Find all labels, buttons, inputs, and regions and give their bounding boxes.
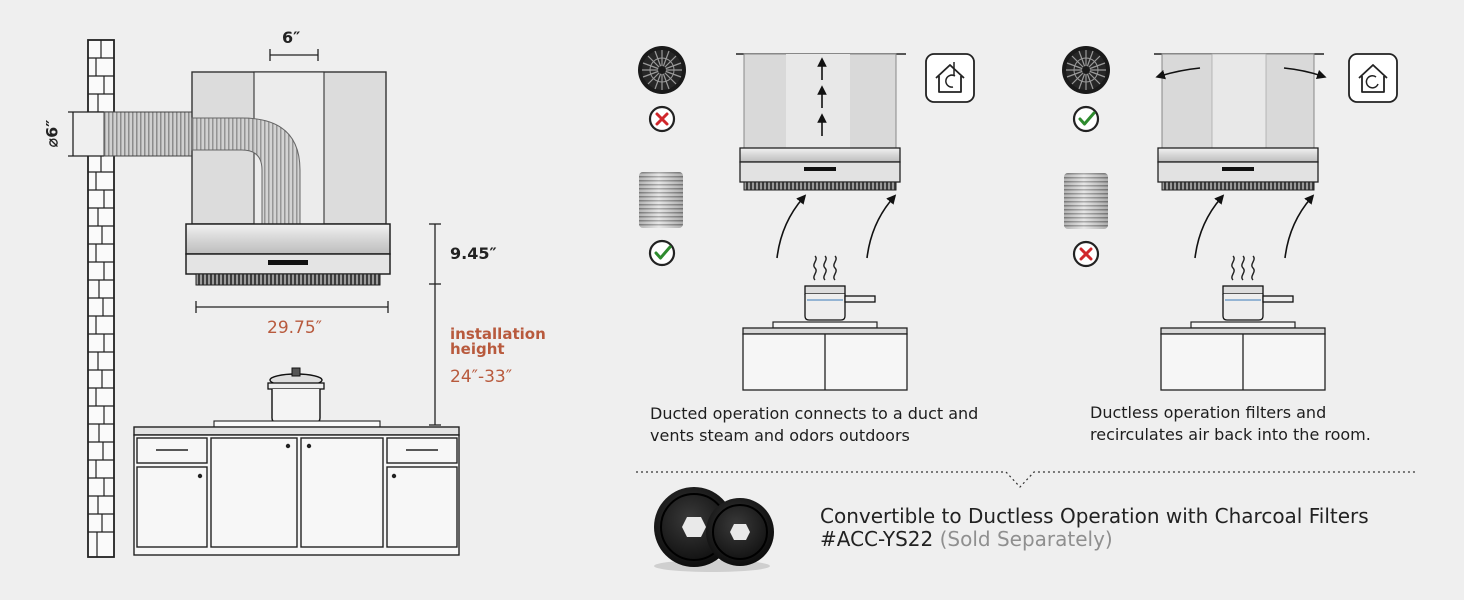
ducted-hood [736, 53, 906, 191]
accessory-description: Convertible to Ductless Operation with C… [820, 505, 1400, 551]
hood-width-label: 29.75″ [267, 318, 323, 338]
ducted-description: Ducted operation connects to a duct and … [650, 404, 979, 445]
hood-height-label: 9.45″ [450, 244, 497, 263]
ductless-hood [1154, 53, 1327, 191]
ductless-description: Ductless operation filters and recircula… [1090, 403, 1371, 444]
ducted-charcoal-check-icon [648, 239, 676, 267]
hood-chimney [191, 71, 387, 225]
duct-width-label: 6″ [282, 28, 301, 47]
duct-diameter-label: ⌀6″ [42, 119, 62, 148]
installation-height-marker [429, 283, 441, 426]
installation-height-label: installation height [450, 325, 546, 358]
accessory-note: (Sold Separately) [939, 527, 1113, 551]
flexible-duct [103, 111, 193, 157]
hood-width-marker [195, 301, 389, 313]
range-hood [185, 223, 391, 286]
duct-width-marker [269, 49, 319, 61]
cooking-pot [267, 367, 325, 423]
kitchen-cabinet [133, 420, 460, 556]
hood-height-marker [429, 223, 441, 284]
house-recirculate-icon [1348, 53, 1398, 103]
ducted-baffle-cross-icon [648, 105, 676, 133]
ductless-charcoal-filter-icon [1064, 173, 1108, 229]
ducted-baffle-filter-icon [637, 45, 687, 95]
section-divider [636, 471, 1416, 488]
duct-diameter-marker [68, 111, 104, 157]
charcoal-filters-image [654, 487, 774, 572]
accessory-main-text: Convertible to Ductless Operation with C… [820, 504, 1369, 551]
house-exhaust-icon [925, 53, 975, 103]
ductless-baffle-check-icon [1072, 105, 1100, 133]
ducted-stove-scene [743, 198, 907, 390]
ductless-baffle-filter-icon [1061, 45, 1111, 95]
ducted-charcoal-filter-icon [639, 172, 683, 228]
installation-height-range: 24″-33″ [450, 367, 513, 387]
ductless-charcoal-cross-icon [1072, 240, 1100, 268]
ductless-stove-scene [1161, 198, 1325, 390]
